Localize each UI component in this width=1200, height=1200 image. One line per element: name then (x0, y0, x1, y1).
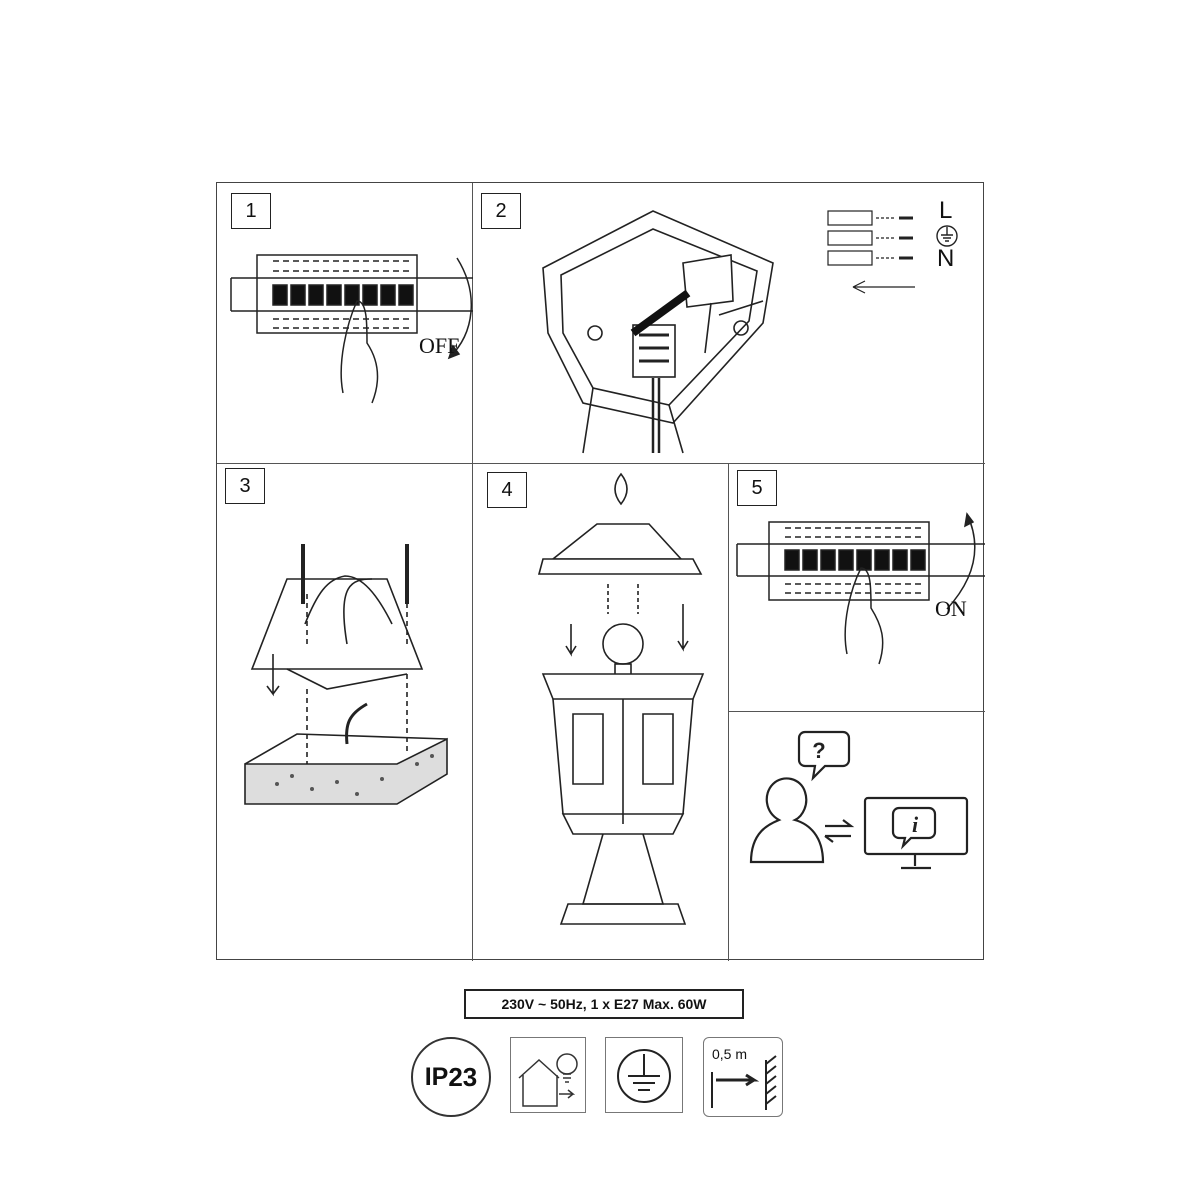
protective-earth-icon (605, 1037, 683, 1113)
electrical-spec-label: 230V ~ 50Hz, 1 x E27 Max. 60W (464, 989, 744, 1019)
step-3-panel: 3 (217, 464, 473, 961)
exchange-arrows-icon (824, 819, 855, 843)
info-bubble-icon (891, 806, 937, 850)
earth-symbol-icon (936, 225, 958, 247)
step-2-panel: 2 L (473, 183, 985, 464)
person-icon (749, 777, 825, 864)
ip-digits: 23 (448, 1061, 478, 1092)
breaker-panel-off-illustration (230, 254, 473, 404)
off-label: OFF (419, 333, 460, 358)
consult-info-panel: ? i (729, 712, 985, 961)
on-label: ON (935, 596, 967, 621)
svg-text:?: ? (812, 738, 825, 763)
neutral-label: N (937, 245, 955, 272)
terminal-block-diagram (827, 210, 915, 294)
outdoor-house-bulb-icon (510, 1037, 586, 1113)
lantern-assembly-illustration (537, 472, 705, 925)
step-5-panel: 5 (729, 464, 985, 712)
step-4-number: 4 (487, 472, 527, 508)
instruction-grid: 1 (216, 182, 985, 961)
mounting-base-illustration (244, 544, 448, 805)
ip-prefix: IP (424, 1062, 449, 1091)
breaker-panel-on-illustration (736, 512, 985, 665)
wiring-connection-illustration (542, 210, 915, 454)
step-3-number: 3 (225, 468, 265, 504)
info-illustration: ? i (749, 730, 969, 870)
svg-text:i: i (912, 812, 919, 837)
live-label: L (939, 197, 953, 224)
minimum-distance-icon: 0,5 m (703, 1037, 783, 1117)
step-2-number: 2 (481, 193, 521, 229)
distance-value: 0,5 m (712, 1046, 748, 1062)
step-1-panel: 1 (217, 183, 473, 464)
step-1-number: 1 (231, 193, 271, 229)
question-bubble-icon (797, 730, 851, 782)
step-4-panel: 4 (473, 464, 729, 961)
step-5-number: 5 (737, 470, 777, 506)
